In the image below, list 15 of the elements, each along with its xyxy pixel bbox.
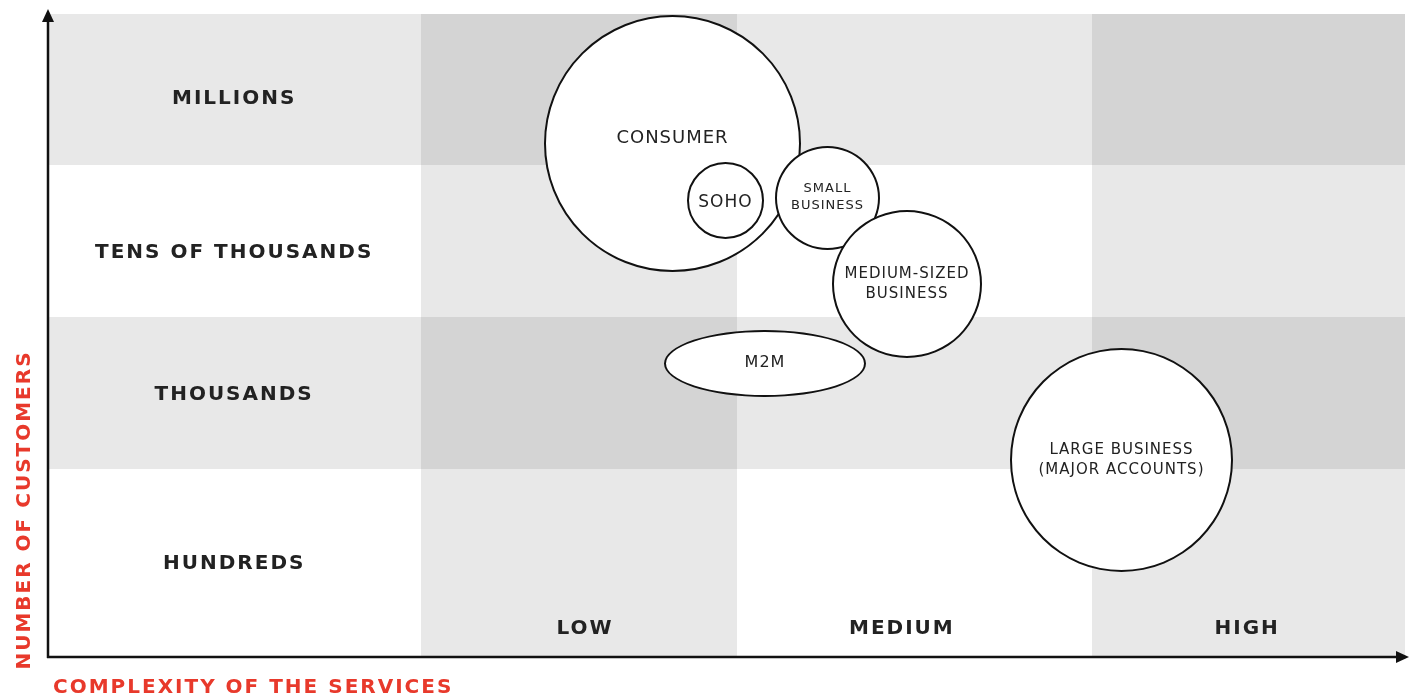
axis-title: NUMBER OF CUSTOMERS	[10, 350, 35, 670]
row-label: HUNDREDS	[163, 550, 306, 574]
segment-label: LARGE BUSINESS (MAJOR ACCOUNTS)	[1037, 440, 1206, 479]
row-label: MILLIONS	[172, 85, 297, 109]
row-label: TENS OF THOUSANDS	[95, 239, 374, 263]
row-label: THOUSANDS	[154, 381, 314, 405]
segment-label: CONSUMER	[615, 125, 730, 149]
segment-label: MEDIUM-SIZED BUSINESS	[843, 264, 971, 303]
column-label: HIGH	[1214, 615, 1280, 639]
column-label: LOW	[556, 615, 614, 639]
column-label: MEDIUM	[849, 615, 955, 639]
segment-label: SOHO	[697, 190, 754, 213]
segment-label: SMALL BUSINESS	[790, 180, 865, 214]
axis-title: COMPLEXITY OF THE SERVICES	[53, 674, 454, 698]
segment-label: M2M	[743, 352, 787, 373]
